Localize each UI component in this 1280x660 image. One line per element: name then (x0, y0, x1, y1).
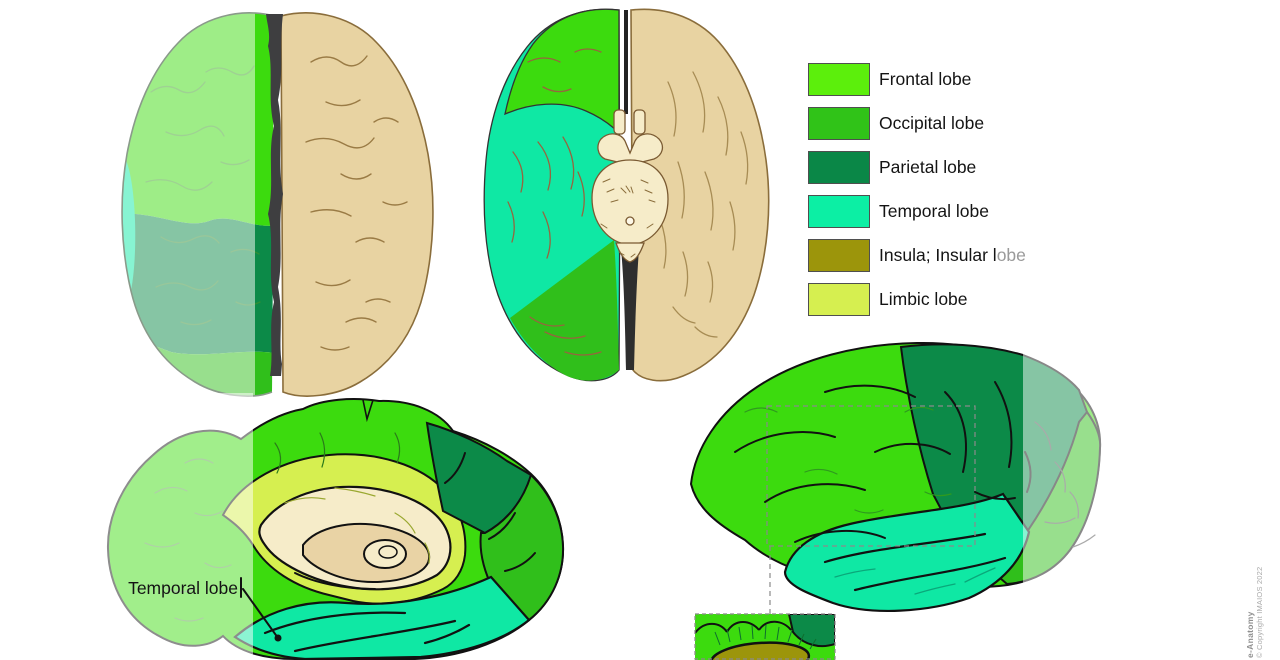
legend-item-label: Limbic lobe (879, 289, 968, 309)
legend-item-frontal[interactable]: Frontal lobe (808, 63, 1026, 96)
temporal-lobe-label[interactable]: Temporal lobe (128, 578, 238, 598)
legend-item-label: Occipital lobe (879, 113, 985, 133)
right-hemisphere-sulci (305, 55, 408, 351)
legend-item-label: Temporal lobe (879, 201, 989, 221)
fade-overlay (95, 393, 253, 660)
left-hemisphere-outline (121, 12, 275, 397)
parietal-swatch[interactable] (808, 151, 870, 184)
temporal-label-leader (240, 577, 282, 642)
inferior-view-figure (483, 8, 770, 382)
superior-view-figure (121, 12, 434, 397)
temporal-lobe-region[interactable] (233, 575, 531, 660)
legend-item-label: Parietal lobe (879, 157, 977, 177)
longitudinal-fissure (266, 14, 283, 376)
fade-overlay (1023, 332, 1105, 612)
inner-swirl-core (378, 545, 398, 559)
legend-item-label: Frontal lobe (879, 69, 972, 89)
watermark: e-Anatomy © Copyright IMAIOS 2022 (1245, 566, 1264, 658)
interhemispheric-fissure-top (624, 10, 628, 114)
legend-item-label: Insula; Insular lobe (879, 245, 1026, 265)
occipital-lobe-region[interactable] (510, 240, 619, 381)
brainstem-structures[interactable] (591, 109, 669, 263)
frontal-swatch[interactable] (808, 63, 870, 96)
inner-swirl (363, 539, 407, 569)
lateral-view-figure (689, 332, 1105, 660)
left-hemisphere-sulci (507, 48, 602, 356)
medial-view-figure (95, 393, 565, 660)
occipital-swatch[interactable] (808, 107, 870, 140)
legend-item-temporal[interactable]: Temporal lobe (808, 195, 1026, 228)
legend: Frontal lobe Occipital lobe Parietal lob… (808, 63, 1026, 327)
legend-item-insula[interactable]: Insula; Insular lobe (808, 239, 1026, 272)
right-hemisphere-sulci (660, 71, 749, 338)
right-hemisphere[interactable] (280, 12, 434, 397)
fade-overlay (122, 12, 255, 397)
insula-swatch[interactable] (808, 239, 870, 272)
frontal-notch (362, 399, 374, 423)
temporal-lobe-region[interactable] (783, 492, 1031, 613)
limbic-swatch[interactable] (808, 283, 870, 316)
insula-inset[interactable] (695, 614, 835, 660)
temporal-swatch[interactable] (808, 195, 870, 228)
inset-hatching (714, 624, 817, 650)
insula-locator-box (766, 405, 976, 547)
watermark-brand: e-Anatomy (1245, 611, 1255, 658)
brainstem-texture (600, 178, 656, 258)
legend-item-parietal[interactable]: Parietal lobe (808, 151, 1026, 184)
legend-item-occipital[interactable]: Occipital lobe (808, 107, 1026, 140)
interhemispheric-fissure-bottom (621, 248, 639, 370)
frontal-lobe-region[interactable] (504, 8, 620, 135)
watermark-copyright: © Copyright IMAIOS 2022 (1255, 566, 1264, 658)
inset-gyri (695, 620, 792, 634)
insula-inset-border (694, 613, 836, 660)
legend-item-limbic[interactable]: Limbic lobe (808, 283, 1026, 316)
